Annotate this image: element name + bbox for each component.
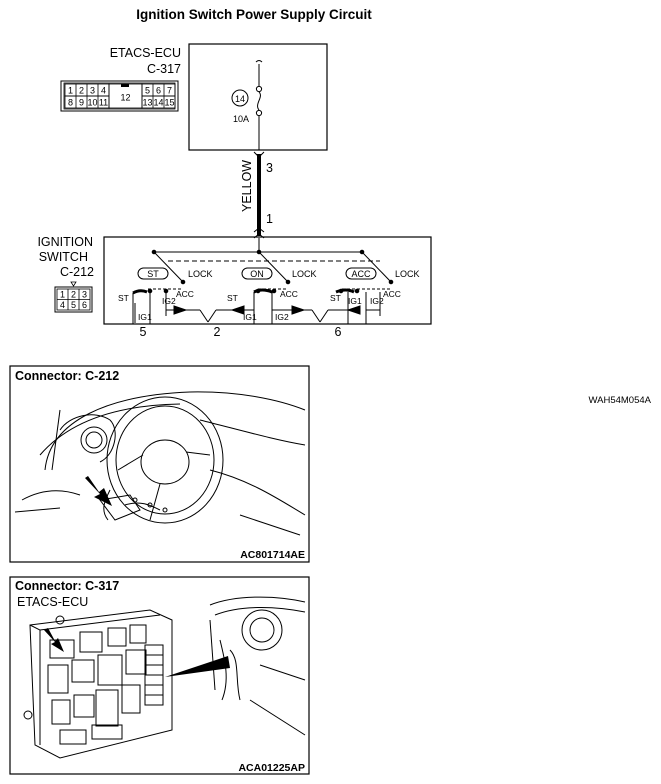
fuse-rating: 10A [233,114,249,124]
ignition-pin: 4 [60,300,65,310]
photo-panel-c317: Connector: C-317 ETACS-ECU [9,576,310,775]
etacs-pin: 10 [87,98,97,108]
photo-c317-code: ACA01225AP [238,762,305,774]
terminal-number: 2 [214,325,221,339]
lock-label: LOCK [188,269,213,279]
etacs-pin: 9 [79,98,84,108]
wire-pin-top: 3 [266,161,273,175]
etacs-pin: 13 [142,98,152,108]
etacs-connector-label: C-317 [147,62,181,76]
etacs-pin: 15 [164,98,174,108]
fuse-number: 14 [235,94,245,104]
ignition-switch-label-2: SWITCH [39,250,88,264]
ig2-label: IG2 [370,296,384,306]
yellow-wire: 3 1 YELLOW [240,151,273,239]
etacs-ecu-box [188,43,328,151]
position-on: ON [250,269,264,279]
switch-labels: ST ON ACC LOCK LOCK LOCK ACC ACC ACC ST … [118,269,420,322]
ignition-pin: 5 [71,300,76,310]
ignition-pin: 1 [60,290,65,300]
lock-label: LOCK [292,269,317,279]
photo-c212-code: AC801714AE [240,549,305,561]
ig1-label: IG1 [348,296,362,306]
etacs-pin: 1 [68,86,73,96]
ig1-label: IG1 [138,312,152,322]
etacs-pin: 8 [68,98,73,108]
etacs-pin: 11 [99,98,108,108]
etacs-ecu-illustration [23,596,306,759]
photo-c212-header: Connector: C-212 [15,369,119,383]
diagram-code: WAH54M054A [589,395,652,406]
etacs-pin: 3 [90,86,95,96]
etacs-pin: 6 [156,86,161,96]
pointer-wedge [165,656,230,677]
ignition-pin: 2 [71,290,76,300]
ig2-label: IG2 [162,296,176,306]
photo-c317-header: Connector: C-317 [15,579,119,593]
st-label: ST [330,293,341,303]
wire-pin-bottom: 1 [266,212,273,226]
arrow-icon [85,476,112,506]
ignition-pin: 3 [82,290,87,300]
etacs-pin: 2 [79,86,84,96]
ignition-switch-box [103,236,432,325]
etacs-pin: 12 [120,93,130,103]
etacs-pin: 7 [167,86,172,96]
diagram-title: Ignition Switch Power Supply Circuit [136,7,372,22]
steering-wheel-illustration [14,391,306,536]
lock-label: LOCK [395,269,420,279]
acc-label: ACC [280,289,298,299]
terminal-number: 5 [140,325,147,339]
etacs-ecu-label: ETACS-ECU [110,46,181,60]
ignition-switch-label-1: IGNITION [37,235,93,249]
st-label: ST [118,293,129,303]
ignition-connector-face: 1 2 3 4 5 6 [54,281,93,313]
switch-internals [132,238,394,324]
ig2-label: IG2 [275,312,289,322]
ignition-pin: 6 [82,300,87,310]
photo-panel-c212: Connector: C-212 AC801714AE [9,365,310,563]
etacs-pin: 5 [145,86,150,96]
etacs-pin: 4 [101,86,106,96]
ignition-connector-label: C-212 [60,265,94,279]
st-label: ST [227,293,238,303]
photo-c317-subheader: ETACS-ECU [17,595,88,609]
etacs-connector-face: 1 2 3 4 5 6 7 8 9 10 11 13 14 15 12 [60,80,179,112]
wire-color-label: YELLOW [240,160,254,212]
etacs-pin: 14 [153,98,163,108]
position-acc: ACC [351,269,371,279]
arrow-icon [44,628,64,652]
ig1-label: IG1 [243,312,257,322]
acc-label: ACC [383,289,401,299]
acc-label: ACC [176,289,194,299]
terminal-number: 6 [335,325,342,339]
position-st: ST [147,269,159,279]
fuse-14: 14 10A [231,60,263,150]
